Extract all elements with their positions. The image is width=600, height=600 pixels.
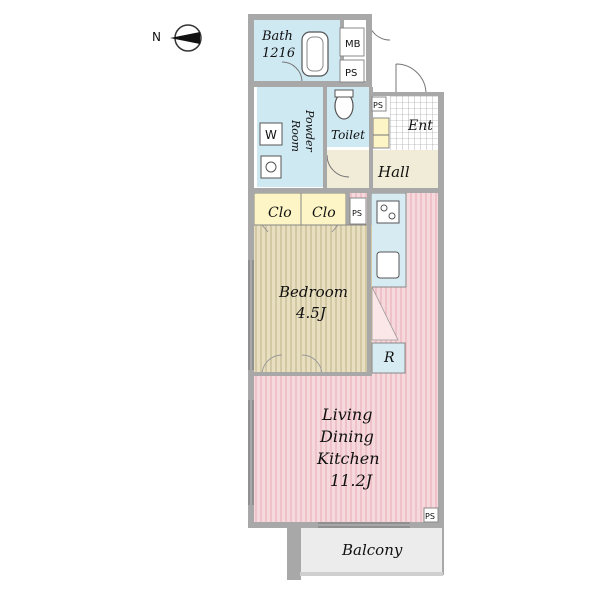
hall-label: Hall: [377, 163, 410, 181]
bathtub-icon: [301, 31, 329, 77]
refrigerator-label: R: [383, 350, 395, 366]
burner: [380, 204, 388, 212]
kitchen-sink-icon: [376, 251, 400, 279]
toilet-label: Toilet: [331, 128, 365, 142]
refrigerator: [371, 342, 406, 374]
ps-box-top: [339, 59, 365, 83]
balcony: [299, 525, 444, 575]
powder-room-label-1: Powder: [303, 109, 316, 153]
bath-label: Bath: [261, 29, 293, 44]
door-swing-entrance: [395, 63, 427, 95]
bedroom-floor: [254, 225, 372, 375]
toilet-tank: [334, 89, 354, 98]
walls: [248, 14, 444, 528]
hall-floor: [327, 150, 438, 192]
basin-bowl: [265, 161, 277, 173]
ldk-size-label: 11.2J: [330, 471, 374, 490]
entrance-floor: [390, 95, 438, 150]
ps-label-ldk: PS: [425, 512, 435, 521]
balcony-rail: [300, 572, 443, 576]
balcony-side-wall: [287, 522, 301, 580]
ps-label-top: PS: [345, 68, 357, 79]
balcony-label: Balcony: [341, 541, 403, 559]
washing-machine-icon: [259, 122, 283, 146]
powder-room-label-2: Room: [289, 119, 302, 152]
kitchen-floor-wedge: [371, 286, 399, 341]
closet-right-label: Clo: [312, 205, 336, 221]
ps-box-ldk: [423, 507, 439, 523]
wash-basin-icon: [260, 155, 282, 179]
stove-icon: [376, 200, 400, 224]
bath-size-label: 1216: [262, 46, 295, 61]
entrance-label: Ent: [407, 118, 433, 134]
door-swing-toilet: [326, 154, 350, 178]
washer-label: W: [265, 128, 277, 142]
closet-door-marks: [261, 224, 339, 233]
ps-box-closet: [349, 197, 367, 225]
ldk-label-dining: Dining: [319, 427, 374, 446]
windows: [248, 260, 410, 528]
ldk-label-kitchen: Kitchen: [316, 449, 380, 468]
bathtub-inner: [306, 36, 324, 72]
ps-label-closet: PS: [352, 209, 362, 218]
compass-north-label: N: [152, 30, 161, 44]
closet-left-label: Clo: [268, 205, 292, 221]
shoe-closet: [372, 117, 390, 149]
burner: [388, 212, 396, 220]
door-swing-bath: [281, 61, 303, 83]
north-arrow-icon: [170, 32, 200, 44]
bedroom-size-label: 4.5J: [295, 304, 327, 322]
ldk-label-living: Living: [321, 405, 372, 424]
mb-label: MB: [345, 39, 361, 50]
compass: N: [152, 24, 202, 52]
mb-box: [339, 27, 365, 57]
ps-label-toilet: PS: [373, 101, 383, 110]
bedroom-label: Bedroom: [278, 283, 348, 301]
ps-box-toilet: [371, 96, 387, 112]
